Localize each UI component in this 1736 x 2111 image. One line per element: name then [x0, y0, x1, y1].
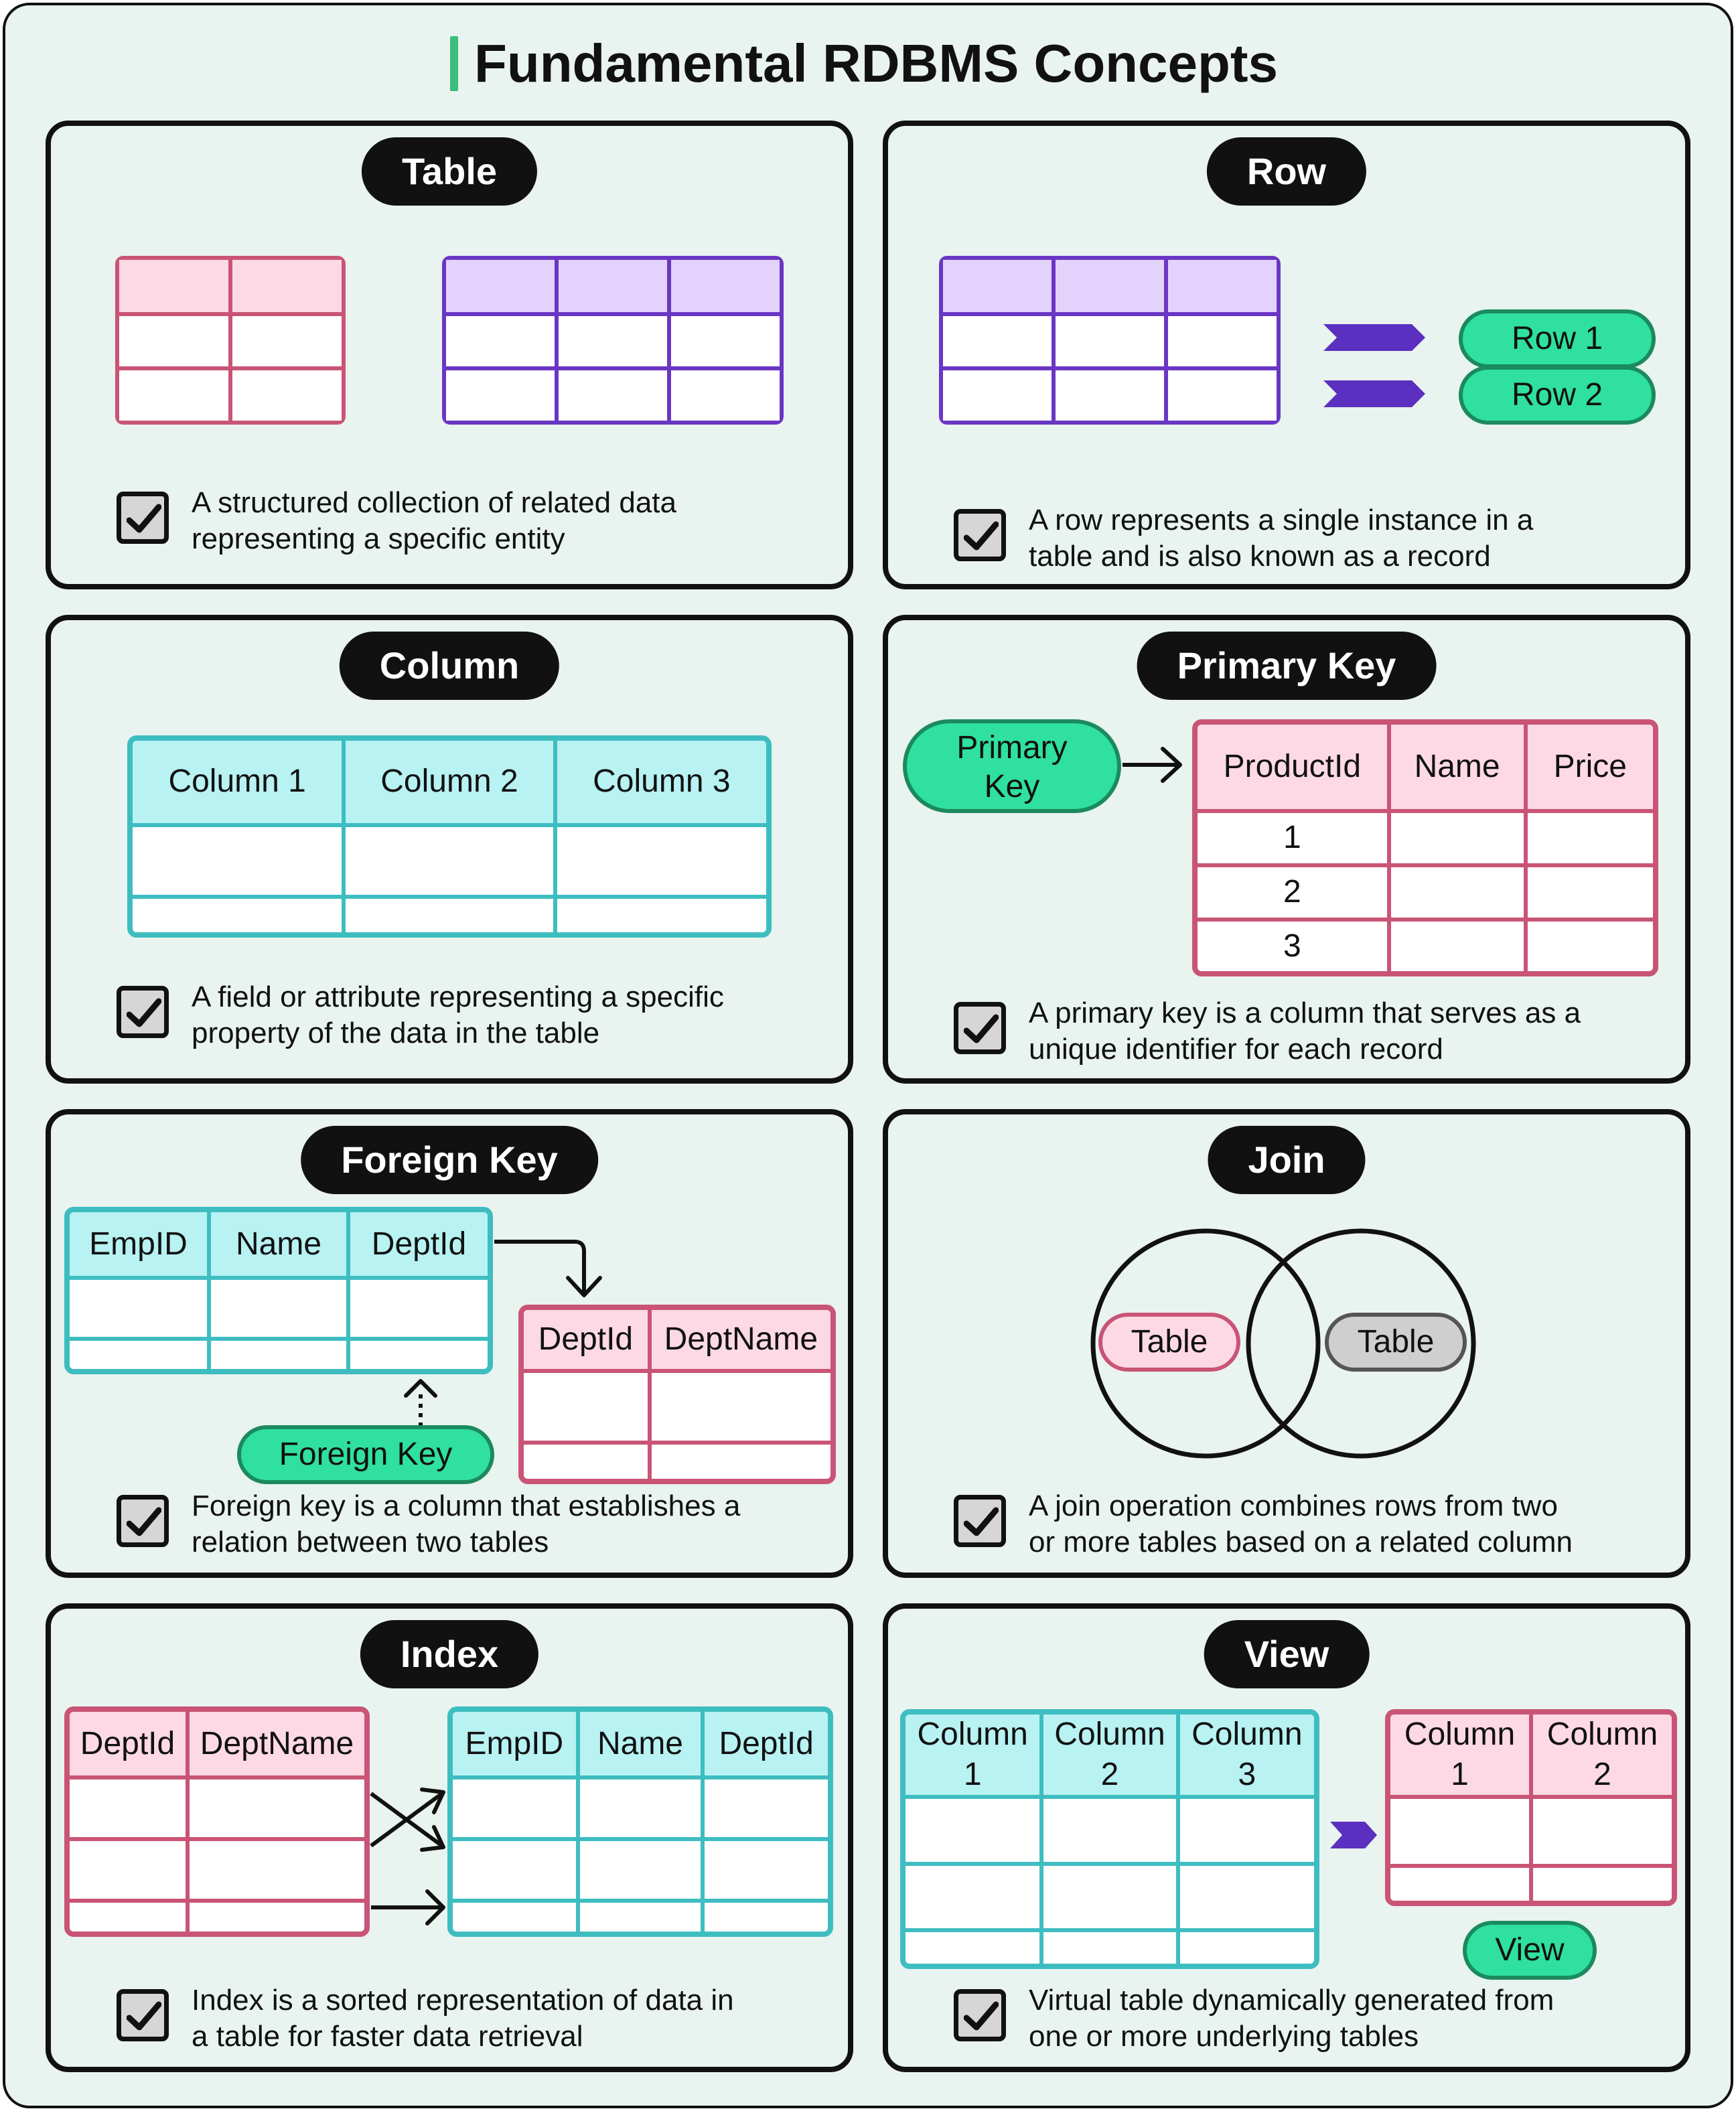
- card-view-description: Virtual table dynamically generated from…: [1029, 1984, 1554, 2053]
- page-title: Fundamental RDBMS Concepts: [474, 33, 1279, 93]
- row2-tag: Row 2: [1459, 366, 1656, 425]
- column-header: DeptId: [346, 1212, 488, 1281]
- column-header: Column 1: [133, 741, 346, 827]
- card-foreign-key-description: Foreign key is a column that establishes…: [192, 1489, 741, 1558]
- row-arrow-2: [1323, 380, 1425, 407]
- column-header: Name: [575, 1712, 705, 1780]
- row-arrow-1: [1323, 324, 1425, 351]
- employee-table: EmpID Name DeptId: [64, 1207, 493, 1374]
- column-header: EmpID: [70, 1212, 211, 1281]
- table-cell: 3: [1198, 917, 1391, 971]
- table-cell: 1: [1198, 808, 1391, 867]
- foreign-key-tag: Foreign Key: [237, 1425, 494, 1484]
- check-icon: [117, 492, 169, 544]
- join-right-table-tag: Table: [1325, 1313, 1467, 1372]
- card-foreign-key-label: Foreign Key: [301, 1126, 598, 1194]
- row-table-illustration: [939, 256, 1281, 425]
- card-primary-key-description: A primary key is a column that serves as…: [1029, 997, 1581, 1066]
- index-employee-table: EmpID Name DeptId: [447, 1706, 833, 1937]
- check-icon: [954, 1495, 1006, 1547]
- column-header: DeptId: [524, 1310, 652, 1373]
- primary-key-table: ProductId Name Price 1 2 3: [1192, 719, 1658, 976]
- index-department-table: DeptId DeptName: [64, 1706, 370, 1937]
- venn-right-circle: [1246, 1228, 1476, 1459]
- column-table: Column 1 Column 2 Column 3: [127, 735, 772, 938]
- card-index-description: Index is a sorted representation of data…: [192, 1984, 734, 2053]
- card-table-description: A structured collection of related data …: [192, 486, 676, 555]
- table-illustration-small: [115, 256, 346, 425]
- check-icon: [954, 509, 1006, 561]
- card-column-description: A field or attribute representing a spec…: [192, 980, 724, 1049]
- check-icon: [117, 986, 169, 1038]
- primary-key-tag: Primary Key: [903, 719, 1121, 813]
- column-header: EmpID: [453, 1712, 580, 1780]
- card-join-label: Join: [1208, 1126, 1366, 1194]
- join-left-table-tag: Table: [1098, 1313, 1240, 1372]
- column-header: Price: [1523, 725, 1653, 813]
- card-column-label: Column: [339, 632, 560, 700]
- column-header: DeptName: [186, 1712, 364, 1780]
- fk-reference-arrow: [494, 1240, 586, 1293]
- column-header: DeptId: [70, 1712, 190, 1780]
- check-icon: [954, 1002, 1006, 1054]
- column-header: DeptId: [701, 1712, 828, 1780]
- card-table-label: Table: [361, 137, 538, 206]
- check-icon: [117, 1495, 169, 1547]
- card-view-label: View: [1204, 1620, 1370, 1688]
- card-index-label: Index: [360, 1620, 539, 1688]
- department-table: DeptId DeptName: [518, 1305, 836, 1484]
- card-join-description: A join operation combines rows from two …: [1029, 1489, 1573, 1558]
- check-icon: [117, 1989, 169, 2041]
- column-header: Name: [1386, 725, 1528, 813]
- row1-tag: Row 1: [1459, 309, 1656, 368]
- card-row-description: A row represents a single instance in a …: [1029, 504, 1534, 573]
- view-tag: View: [1463, 1921, 1597, 1980]
- check-icon: [954, 1989, 1006, 2041]
- table-cell: 2: [1198, 863, 1391, 922]
- column-header: Column 3: [553, 741, 766, 827]
- column-header: Name: [207, 1212, 350, 1281]
- column-header: DeptName: [647, 1310, 830, 1373]
- title-accent-bar: [450, 36, 458, 91]
- card-row-label: Row: [1206, 137, 1367, 206]
- table-illustration-large: [442, 256, 784, 425]
- column-header: Column 2: [342, 741, 557, 827]
- column-header: ProductId: [1198, 725, 1391, 813]
- venn-left-circle: [1090, 1228, 1321, 1459]
- card-primary-key-label: Primary Key: [1137, 632, 1437, 700]
